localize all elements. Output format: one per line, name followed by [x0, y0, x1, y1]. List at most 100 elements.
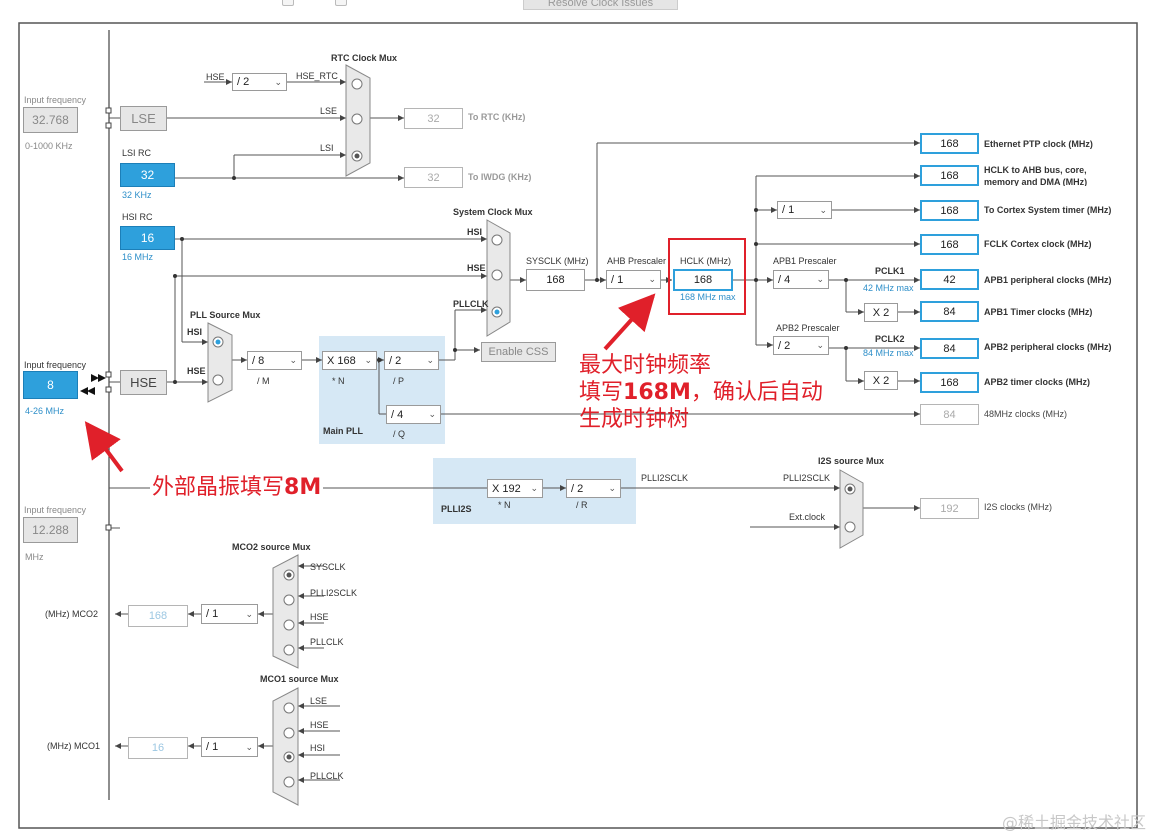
apb2-prescaler-select[interactable]: / 2⌄: [773, 336, 829, 355]
iwdg-output-value: 32: [404, 167, 463, 188]
pll-q-value: / 4: [391, 408, 404, 421]
plli2s-n-multiplier-select[interactable]: X 192⌄: [487, 479, 543, 498]
watermark: @稀土掘金技术社区: [1001, 813, 1146, 832]
plli2s-r-value: / 2: [571, 482, 584, 495]
pll-n-multiplier-select[interactable]: X 168⌄: [322, 351, 377, 370]
pll-q-divider-select[interactable]: / 4⌄: [386, 405, 441, 424]
chevron-down-icon: ⌄: [245, 741, 253, 752]
sys-mux-hsi-label: HSI: [467, 227, 483, 237]
plli2s-title: PLLI2S: [441, 504, 472, 514]
apb2-prescaler-value: / 2: [778, 339, 791, 352]
mco2-mux-title: MCO2 source Mux: [232, 542, 311, 552]
lsi-block: 32: [120, 163, 175, 187]
rtc-output-value: 32: [404, 108, 463, 129]
rtc-hse-divider-select[interactable]: / 2⌄: [232, 73, 287, 91]
pll-n-label: * N: [332, 376, 345, 386]
crystal-annotation-bold: 8M: [284, 475, 322, 500]
ahb-prescaler-label: AHB Prescaler: [607, 256, 667, 266]
chevron-down-icon: ⌄: [245, 608, 253, 619]
apb2-timer-value[interactable]: 168: [920, 372, 979, 393]
fclk-cortex-label: FCLK Cortex clock (MHz): [984, 239, 1092, 249]
hclk-highlight-box: [668, 238, 746, 315]
pll-m-label: / M: [257, 376, 270, 386]
pll-mux-hsi-label: HSI: [187, 327, 203, 337]
hclk-max-label: 168 MHz max: [680, 292, 736, 302]
lse-frequency-field[interactable]: 32.768: [23, 107, 78, 133]
usb-48mhz-label: 48MHz clocks (MHz): [984, 409, 1068, 419]
pll-source-mux-title: PLL Source Mux: [190, 310, 261, 320]
mco2-mux-shape: [272, 554, 299, 669]
max-clock-annotation: 最大时钟频率 填写168M，确认后自动 生成时钟树: [579, 352, 823, 433]
apb2-peripheral-value[interactable]: 84: [920, 338, 979, 359]
ahb-prescaler-select[interactable]: / 1⌄: [606, 270, 661, 289]
i2s-ext-unit: MHz: [25, 552, 44, 562]
apb1-peripheral-value[interactable]: 42: [920, 269, 979, 290]
hsi-label: HSI RC: [122, 212, 153, 222]
mco1-label: (MHz) MCO1: [47, 741, 100, 751]
hclk-ahb-value[interactable]: 168: [920, 165, 979, 186]
annotation-line2-bold: 168M: [623, 380, 691, 405]
pll-m-divider-select[interactable]: / 8⌄: [247, 351, 302, 370]
rtc-hse-rtc-label: HSE_RTC: [296, 71, 338, 81]
chevron-down-icon: ⌄: [364, 355, 372, 365]
enable-css-button[interactable]: Enable CSS: [481, 342, 556, 362]
apb1-prescaler-select[interactable]: / 4⌄: [773, 270, 829, 289]
hse-frequency-field[interactable]: 8: [23, 371, 78, 399]
apb1-prescaler-label: APB1 Prescaler: [773, 256, 837, 266]
i2s-clock-value[interactable]: 192: [920, 498, 979, 519]
apb2-timer-multiplier: X 2: [864, 371, 898, 390]
chevron-down-icon: ⌄: [819, 204, 827, 215]
cortex-system-timer-value[interactable]: 168: [920, 200, 979, 221]
apb1-timer-multiplier: X 2: [864, 303, 898, 322]
apb1-timer-value[interactable]: 84: [920, 301, 979, 322]
system-mux-title: System Clock Mux: [453, 207, 533, 217]
mco2-div-value: / 1: [206, 608, 219, 620]
hclk-input[interactable]: 168: [673, 269, 733, 291]
rtc-output-label: To RTC (KHz): [468, 112, 526, 122]
mco1-input-lse: LSE: [310, 696, 328, 706]
annotation-line3: 生成时钟树: [579, 407, 690, 432]
main-pll-title: Main PLL: [323, 426, 363, 436]
mco1-input-hse: HSE: [310, 720, 329, 730]
mco1-mux-title: MCO1 source Mux: [260, 674, 339, 684]
mco2-input-hse: HSE: [310, 612, 329, 622]
pll-m-value: / 8: [252, 354, 265, 367]
plli2s-r-label: / R: [576, 500, 588, 510]
toolbar-icon-1[interactable]: [282, 0, 294, 6]
apb1-peripheral-label: APB1 peripheral clocks (MHz): [984, 275, 1112, 285]
toolbar-icon-2[interactable]: [335, 0, 347, 6]
rtc-div-value: / 2: [237, 76, 250, 88]
pll-p-label: / P: [393, 376, 405, 386]
mco2-input-sysclk: SYSCLK: [310, 562, 346, 572]
rtc-lse-label: LSE: [320, 106, 338, 116]
mco2-divider-select[interactable]: / 1 ⌄: [201, 604, 258, 624]
plli2sclk-label: PLLI2SCLK: [641, 473, 689, 483]
ethernet-ptp-clock-label: Ethernet PTP clock (MHz): [984, 139, 1093, 149]
annotation-line2-post: ，确认后自动: [690, 380, 823, 405]
hse-block: HSE: [120, 370, 167, 395]
mco2-label: (MHz) MCO2: [45, 609, 98, 619]
i2s-mux-shape: [839, 469, 864, 549]
crystal-annotation: 外部晶振填写8M: [150, 474, 324, 501]
usb-48mhz-value[interactable]: 84: [920, 404, 979, 425]
mco1-divider-select[interactable]: / 1⌄: [201, 737, 258, 757]
resolve-clock-issues-button[interactable]: Resolve Clock Issues: [523, 0, 678, 10]
i2s-clock-label: I2S clocks (MHz): [984, 502, 1053, 512]
plli2s-r-divider-select[interactable]: / 2⌄: [566, 479, 621, 498]
mco1-output-value: 16: [128, 737, 188, 759]
ahb-prescaler-value: / 1: [611, 273, 624, 286]
cortex-system-timer-label: To Cortex System timer (MHz): [984, 205, 1112, 215]
hsi-block: 16: [120, 226, 175, 250]
cortex-timer-divider-select[interactable]: / 1⌄: [777, 201, 832, 219]
rtc-lsi-label: LSI: [320, 143, 334, 153]
iwdg-output-label: To IWDG (KHz): [468, 172, 532, 182]
fclk-cortex-value[interactable]: 168: [920, 234, 979, 255]
i2s-ext-frequency-field[interactable]: 12.288: [23, 517, 78, 543]
pll-mux-hse-label: HSE: [187, 366, 206, 376]
hclk-ahb-label: HCLK to AHB bus, core,: [984, 165, 1087, 175]
sys-mux-pllclk-label: PLLCLK: [453, 299, 489, 309]
ethernet-ptp-clock-value[interactable]: 168: [920, 133, 979, 154]
pll-p-divider-select[interactable]: / 2⌄: [384, 351, 439, 370]
hse-range-label: 4-26 MHz: [25, 406, 65, 416]
rtc-mux-title: RTC Clock Mux: [331, 53, 398, 63]
